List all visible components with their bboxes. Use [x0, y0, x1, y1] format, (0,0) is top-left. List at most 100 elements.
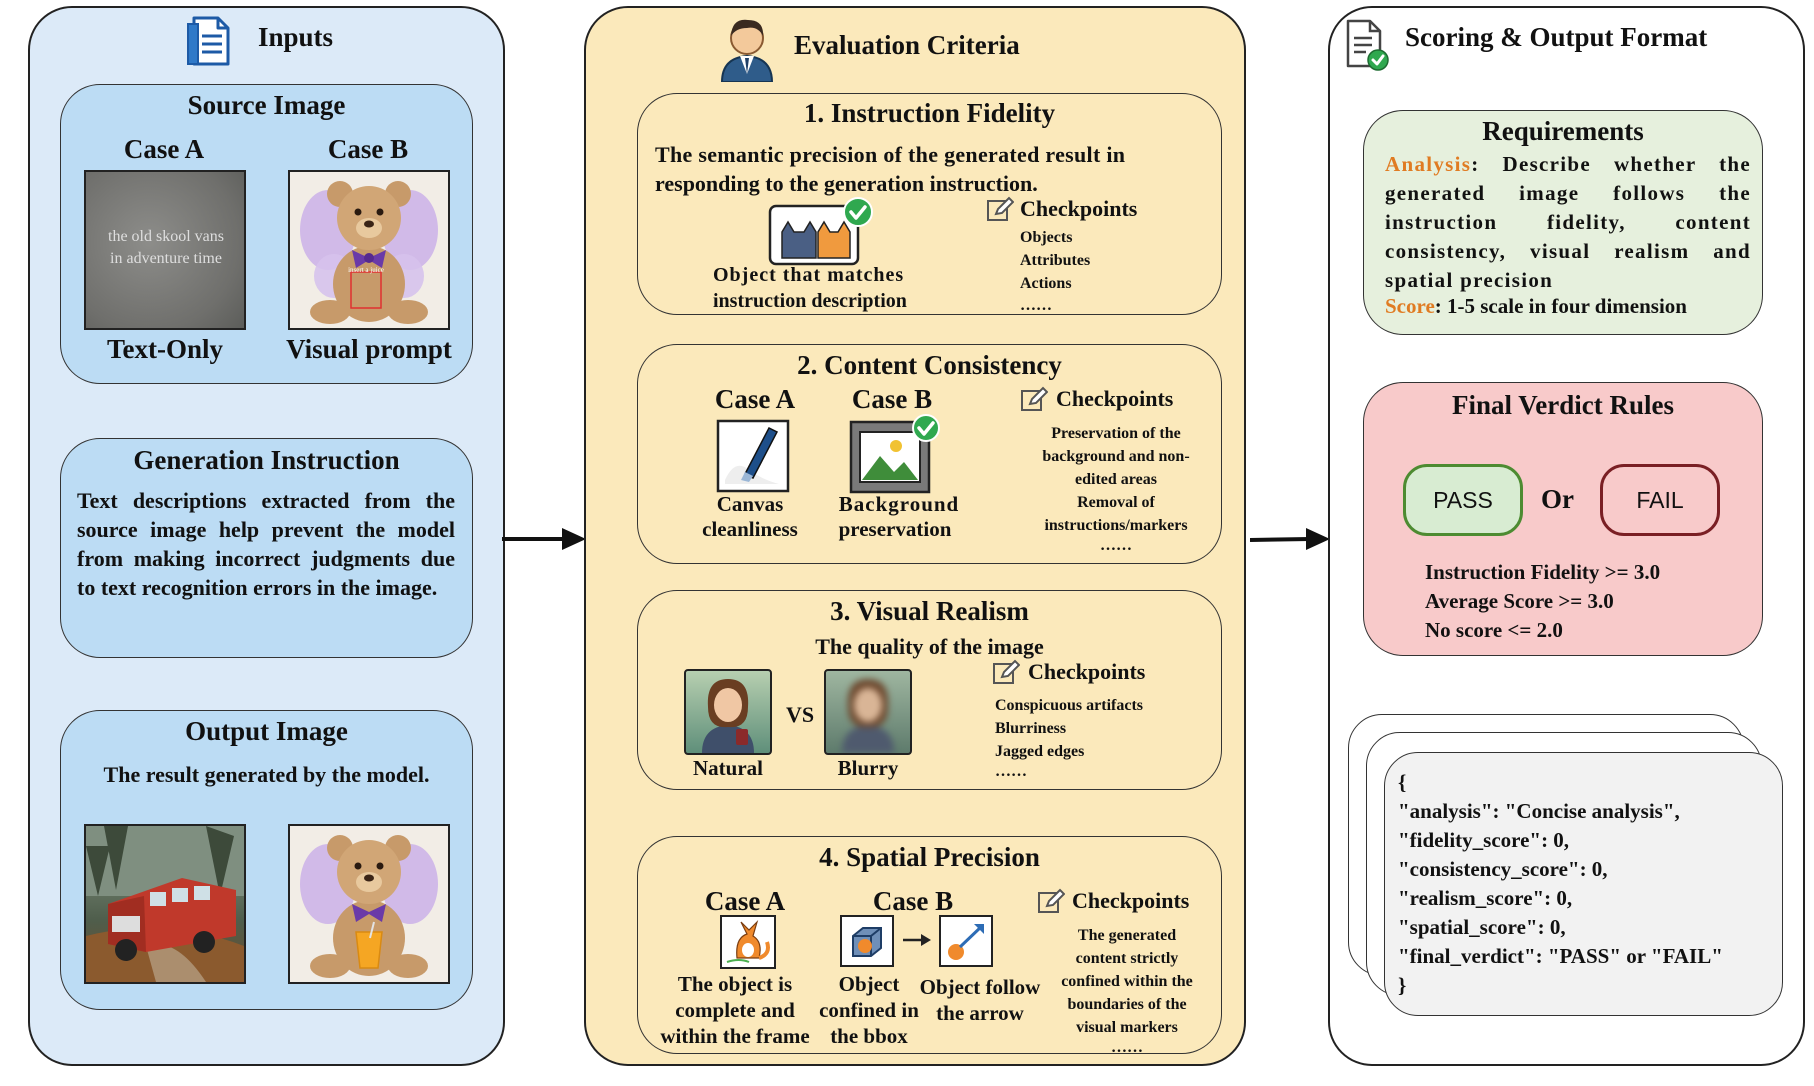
json-line-analysis: "analysis": "Concise analysis", [1398, 799, 1680, 823]
fail-badge: FAIL [1600, 464, 1720, 536]
blurry-portrait-image [824, 669, 912, 755]
requirements-score: Score: 1-5 scale in four dimension [1385, 294, 1687, 319]
source-case-b-label: Case B [327, 134, 409, 164]
generation-instruction-card [60, 438, 473, 658]
consistency-check-2: background and non- [1042, 448, 1190, 465]
json-line-close: } [1398, 973, 1407, 997]
requirements-title: Requirements [1482, 116, 1644, 146]
visual-realism-desc: The quality of the image [815, 634, 1044, 659]
spatial-check-5: visual markers [1076, 1019, 1178, 1036]
canvas-brush-icon [715, 418, 791, 494]
consistency-pencil-icon [1020, 386, 1049, 414]
arrow-criteria-to-scoring [1249, 524, 1330, 554]
spatial-check-2: content strictly [1075, 950, 1179, 967]
spatial-check-1: The generated [1077, 927, 1177, 944]
realism-check-blurriness: Blurriness [995, 720, 1067, 737]
realism-check-jagged: Jagged edges [995, 743, 1085, 760]
analysis-text: : Describe whether the generated image f… [1385, 152, 1751, 292]
requirements-card [1363, 110, 1763, 335]
canvas-caption-line-2: cleanliness [702, 517, 798, 541]
realism-check-ellipsis: …… [995, 763, 1027, 780]
consistency-check-4: Removal of [1077, 494, 1155, 511]
background-picture-icon [848, 414, 940, 498]
spatial-caption-b2-2: the arrow [936, 1001, 1024, 1025]
output-bear-image [288, 824, 450, 984]
requirements-analysis: Analysis: Describe whether the generated… [1385, 150, 1751, 295]
scoring-title: Scoring & Output Format [1405, 22, 1708, 52]
consistency-case-a-label: Case A [714, 384, 796, 414]
output-bus-image [84, 824, 246, 984]
background-caption-line-2: preservation [838, 517, 952, 541]
natural-caption: Natural [693, 756, 763, 780]
json-line-realism: "realism_score": 0, [1398, 886, 1573, 910]
spatial-caption-b2-1: Object follow [919, 975, 1041, 999]
fidelity-caption-line-1: Object that matches [713, 264, 905, 286]
spatial-caption-b1-3: the bbox [830, 1024, 908, 1048]
spatial-caption-b1-1: Object [838, 972, 900, 996]
fidelity-check-objects: Objects [1020, 229, 1073, 246]
json-line-verdict: "final_verdict": "PASS" or "FAIL" [1398, 944, 1723, 968]
object-in-bbox-icon [839, 914, 895, 968]
generation-instruction-body: Text descriptions extracted from the sou… [77, 488, 455, 600]
content-consistency-title: 2. Content Consistency [797, 350, 1062, 380]
score-key: Score [1385, 294, 1435, 318]
visual-realism-card [637, 590, 1222, 790]
visual-prompt-label: Visual prompt [286, 334, 452, 364]
verdict-rule-1: Instruction Fidelity >= 3.0 [1425, 560, 1661, 584]
json-output-card [1384, 752, 1783, 1016]
instruction-fidelity-card [637, 93, 1222, 315]
natural-portrait-image [684, 669, 772, 755]
blurry-caption: Blurry [837, 756, 899, 780]
json-line-open: { [1398, 770, 1407, 794]
fidelity-desc-line-1: The semantic precision of the generated … [655, 142, 1126, 167]
arrow-inputs-to-criteria [502, 524, 586, 554]
fidelity-check-ellipsis: …… [1020, 297, 1052, 314]
consistency-checkpoints-label: Checkpoints [1056, 386, 1174, 411]
pass-label: PASS [1433, 487, 1493, 513]
score-text: : 1-5 scale in four dimension [1434, 294, 1687, 318]
document-icon [184, 14, 236, 68]
cat-objects-icon [768, 196, 876, 268]
consistency-check-3: edited areas [1075, 471, 1157, 488]
criteria-panel [584, 6, 1246, 1066]
inputs-title: Inputs [258, 22, 334, 52]
source-image-title: Source Image [187, 90, 346, 120]
source-case-a-label: Case A [123, 134, 205, 164]
analysis-key: Analysis [1385, 152, 1472, 176]
fidelity-checkpoints-label: Checkpoints [1020, 196, 1138, 221]
spatial-checkpoints-label: Checkpoints [1072, 888, 1190, 913]
output-image-body: The result generated by the model. [103, 762, 430, 787]
json-line-spatial: "spatial_score": 0, [1398, 915, 1566, 939]
background-caption-line-1: Background [838, 492, 960, 516]
pass-badge: PASS [1403, 464, 1523, 536]
fidelity-check-attributes: Attributes [1020, 252, 1091, 269]
realism-pencil-icon [992, 659, 1021, 687]
checkpoints-pencil-icon [986, 196, 1015, 224]
output-image-title: Output Image [185, 716, 348, 746]
spatial-check-ellipsis: …… [1111, 1039, 1143, 1056]
consistency-check-1: Preservation of the [1051, 425, 1181, 442]
spatial-caption-b1-2: confined in [819, 998, 919, 1022]
final-verdict-title: Final Verdict Rules [1451, 390, 1674, 420]
content-consistency-card [637, 344, 1222, 564]
spatial-caption-a-1: The object is [677, 972, 793, 996]
spatial-caption-a-3: within the frame [660, 1024, 810, 1048]
visual-realism-title: 3. Visual Realism [830, 596, 1029, 626]
overlay-text-line-1: the old skool vans [108, 228, 224, 245]
or-label: Or [1541, 484, 1574, 514]
consistency-case-b-label: Case B [851, 384, 933, 414]
evaluator-person-icon [718, 12, 776, 83]
spatial-caption-a-2: complete and [675, 998, 795, 1022]
realism-checkpoints-label: Checkpoints [1028, 659, 1146, 684]
json-line-consistency: "consistency_score": 0, [1398, 857, 1608, 881]
verdict-rule-2: Average Score >= 3.0 [1425, 589, 1614, 613]
verdict-rule-3: No score <= 2.0 [1425, 618, 1563, 642]
spatial-check-3: confined within the [1061, 973, 1193, 990]
checklist-document-icon [1344, 18, 1390, 72]
spatial-precision-title: 4. Spatial Precision [819, 842, 1040, 872]
bear-overlay-text: insert a juice [348, 266, 384, 274]
criteria-title: Evaluation Criteria [794, 30, 1020, 60]
consistency-check-5: instructions/markers [1044, 517, 1188, 534]
overlay-text-line-2: in adventure time [110, 250, 222, 267]
teddy-bear-image [300, 181, 438, 324]
